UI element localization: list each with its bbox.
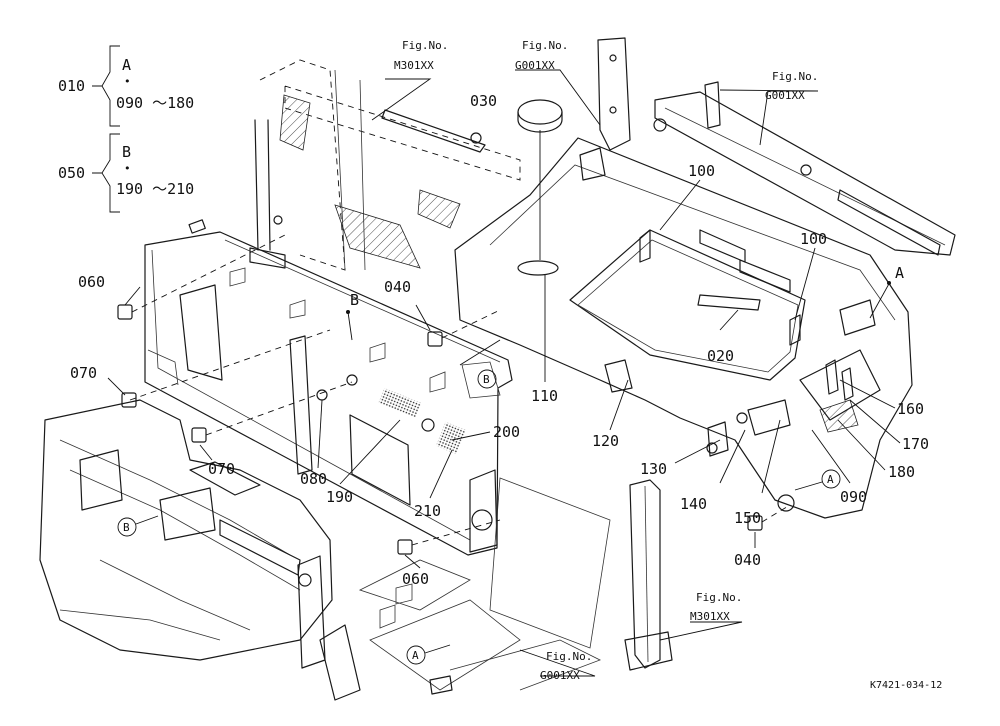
group-dot: • (124, 75, 131, 88)
fig-ref-m301xx-top: Fig.No. M301XX (394, 39, 448, 72)
part-label: A (895, 264, 904, 282)
svg-text:Fig.No.: Fig.No. (546, 650, 592, 663)
part-label: 190 (326, 488, 353, 506)
svg-text:A: A (412, 649, 419, 662)
part-label: B (350, 291, 359, 309)
part-label: 180 (888, 463, 915, 481)
group-legend: 010 A • 090 ～180 050 B • 190 ～210 (58, 45, 194, 213)
group-bracket (92, 45, 120, 127)
part-label: 160 (897, 400, 924, 418)
svg-text:Fig.No.: Fig.No. (402, 39, 448, 52)
part-label: 210 (414, 502, 441, 520)
svg-text:B: B (483, 373, 490, 386)
part-label: 170 (902, 435, 929, 453)
part-label: 120 (592, 432, 619, 450)
part-label: 090 (840, 488, 867, 506)
svg-text:A: A (827, 473, 834, 486)
group-bracket (92, 133, 120, 213)
svg-text:Fig.No.: Fig.No. (522, 39, 568, 52)
front-panel-b-drawing (144, 231, 513, 556)
circled-ref-a: A (406, 644, 451, 665)
part-label: 100 (688, 162, 715, 180)
group-dot: • (124, 162, 131, 175)
part-label: 080 (300, 470, 327, 488)
cargo-box-a-drawing (454, 37, 913, 519)
group-letter: A (122, 56, 131, 74)
circled-ref-a: A (794, 469, 841, 491)
group-range: 190 ～210 (116, 180, 194, 198)
part-label: 140 (680, 495, 707, 513)
part-label: 110 (531, 387, 558, 405)
group-letter: B (122, 143, 131, 161)
part-label: 070 (208, 460, 235, 478)
drawing-code: K7421-034-12 (870, 680, 942, 691)
part-label: 030 (470, 92, 497, 110)
part-label: 040 (384, 278, 411, 296)
part-dot (346, 310, 350, 314)
fig-ref-g001xx-top: Fig.No. G001XX (515, 39, 568, 72)
circled-ref-b: B (461, 361, 501, 399)
group-parent-label: 010 (58, 77, 85, 95)
post-drawing (624, 479, 673, 671)
svg-text:M301XX: M301XX (690, 610, 730, 623)
group-range: 090 ～180 (116, 94, 194, 112)
svg-text:B: B (123, 521, 130, 534)
cover-030-drawing (517, 99, 563, 133)
part-label: 040 (734, 551, 761, 569)
circled-references: B A B A (117, 361, 841, 665)
svg-text:Fig.No.: Fig.No. (696, 591, 742, 604)
mount-region-outline (489, 477, 611, 649)
group-parent-label: 050 (58, 164, 85, 182)
circled-ref-b: B (117, 515, 159, 537)
part-label: 060 (78, 273, 105, 291)
part-number-labels: 030 100 100 A 060 040 B 020 110 160 070 … (70, 92, 929, 588)
part-label: 060 (402, 570, 429, 588)
frame-drawing (39, 399, 601, 701)
fig-ref-g001xx-right: Fig.No. G001XX (765, 70, 818, 102)
svg-text:G001XX: G001XX (765, 89, 805, 102)
part-dot (887, 281, 891, 285)
part-label: 100 (800, 230, 827, 248)
part-label: 070 (70, 364, 97, 382)
svg-text:Fig.No.: Fig.No. (772, 70, 818, 83)
leader-lines (107, 69, 901, 677)
cab-guard-drawing (249, 59, 521, 271)
part-label: 130 (640, 460, 667, 478)
part-label: 200 (493, 423, 520, 441)
part-label: 150 (734, 509, 761, 527)
svg-text:G001XX: G001XX (515, 59, 555, 72)
svg-text:M301XX: M301XX (394, 59, 434, 72)
fig-ref-g001xx-bottom: Fig.No. G001XX (540, 650, 592, 682)
part-label: 020 (707, 347, 734, 365)
svg-text:G001XX: G001XX (540, 669, 580, 682)
side-rail-drawing (654, 81, 956, 256)
fig-ref-m301xx-bottom: Fig.No. M301XX (690, 591, 742, 623)
